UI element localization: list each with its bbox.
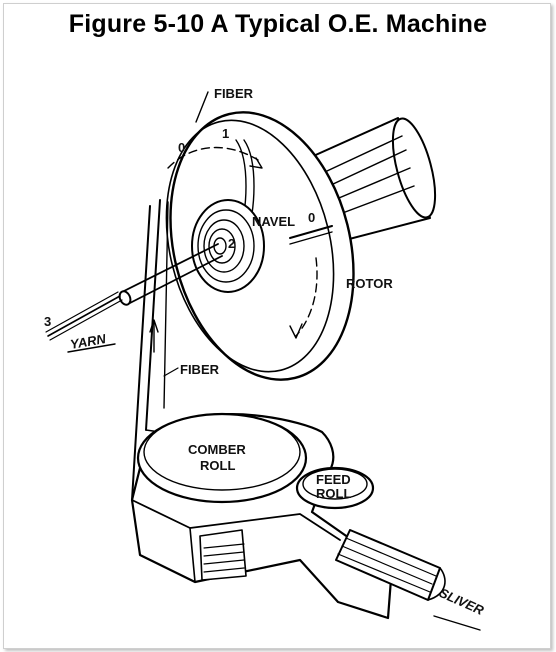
fiber-mid-leader	[163, 367, 179, 377]
rotation-mark-0-top: 0	[178, 140, 186, 155]
feed-roll-label-line1: FEED	[316, 472, 351, 487]
fiber-top-leader	[195, 91, 209, 123]
yarn-strand	[45, 291, 123, 353]
navel-label: NAVEL	[252, 214, 296, 229]
sliver	[335, 529, 481, 631]
rotor-label: ROTOR	[346, 276, 393, 291]
navel	[191, 199, 265, 293]
figure-title: Figure 5-10 A Typical O.E. Machine	[68, 10, 488, 38]
comber-roll-label-line1: COMBER	[188, 442, 246, 457]
rotation-mark-0-right: 0	[308, 210, 316, 225]
feed-roll	[295, 466, 375, 510]
fiber-channel	[131, 199, 169, 501]
rotation-mark-3: 3	[44, 314, 52, 329]
comber-roll	[136, 412, 308, 504]
rotation-mark-2: 2	[228, 236, 236, 251]
comber-roll-label-line2: ROLL	[200, 458, 236, 473]
fiber-mid-label: FIBER	[180, 362, 219, 377]
fiber-top-label: FIBER	[214, 86, 253, 101]
feed-roll-label-line2: ROLL	[316, 486, 352, 501]
rotation-mark-1: 1	[222, 126, 230, 141]
